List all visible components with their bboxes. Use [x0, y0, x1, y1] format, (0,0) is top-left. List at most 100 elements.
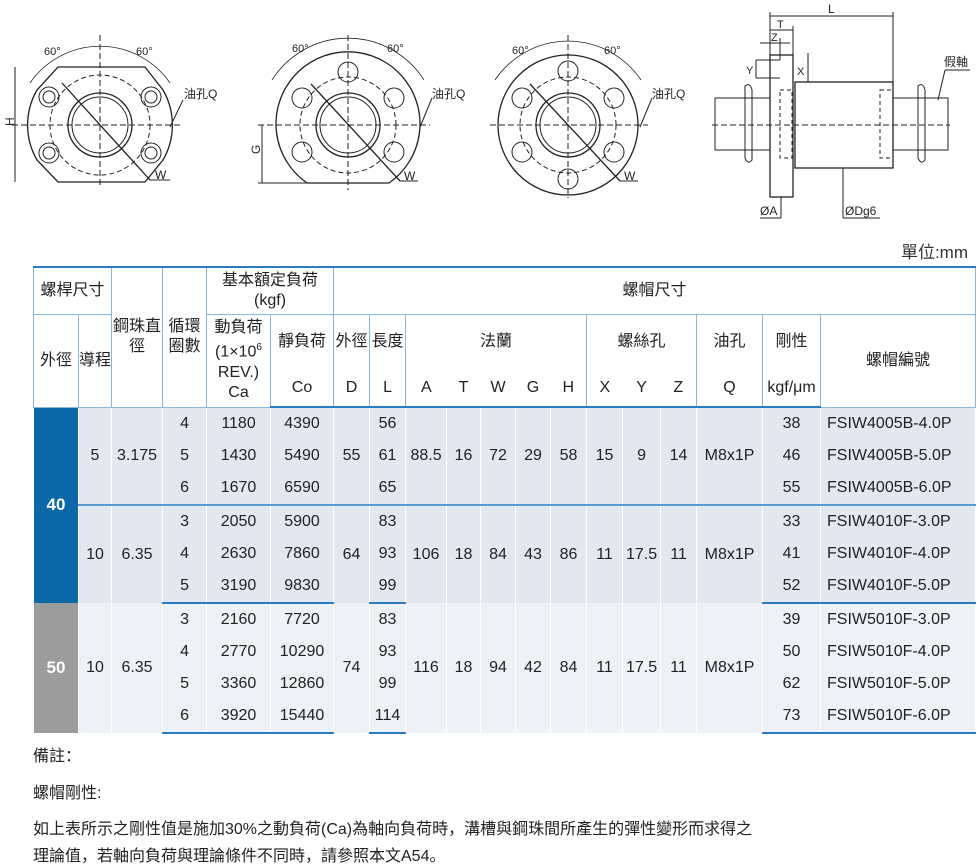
static-load: 7720	[270, 603, 335, 636]
oil-hole-label: 油孔Q	[432, 87, 465, 101]
dim-q: M8x1P	[696, 407, 764, 505]
y-label: Y	[746, 65, 754, 77]
circuits: 4	[162, 407, 208, 440]
dynamic-load: 3920	[206, 700, 272, 734]
nut-length: 93	[369, 636, 407, 668]
angle-label: 60°	[44, 46, 61, 58]
nut-length: 61	[369, 440, 407, 472]
model-number: FSIW4005B-6.0P	[820, 472, 977, 505]
dim-x: 11	[586, 603, 624, 733]
angle-label: 60°	[387, 43, 404, 55]
nut-length: 56	[369, 407, 407, 440]
static-load: 5490	[270, 440, 335, 472]
stiffness: 62	[762, 668, 822, 700]
static-load: 4390	[270, 407, 335, 440]
dynamic-exp: 6	[256, 342, 262, 354]
static-load: 12860	[270, 668, 335, 700]
x-label: X	[797, 66, 805, 78]
model-number: FSIW4005B-5.0P	[820, 440, 977, 472]
header-h: H	[550, 369, 588, 408]
screw-outer-dia: 40	[33, 407, 79, 603]
ball-dia: 3.175	[111, 407, 164, 505]
oil-hole-label: 油孔Q	[184, 87, 217, 101]
spec-table: 螺桿尺寸 鋼珠直徑 循環圈數 基本額定負荷(kgf) 螺帽尺寸 外徑 導程 動負…	[32, 266, 977, 734]
dim-q: M8x1P	[696, 603, 764, 733]
header-stiffness-unit: kgf/μm	[762, 369, 822, 408]
w-label: W	[155, 168, 167, 182]
header-oil-hole: 油孔	[696, 313, 764, 369]
dynamic-load: 2770	[206, 636, 272, 668]
nut-length: 83	[369, 603, 407, 636]
w-label: W	[404, 169, 416, 183]
nut-length: 114	[369, 700, 407, 734]
w-label: W	[624, 169, 636, 183]
model-number: FSIW4010F-3.0P	[820, 504, 977, 538]
notes-title: 備註：	[33, 748, 82, 765]
unit-label: 單位:mm	[900, 243, 968, 262]
model-number: FSIW4010F-4.0P	[820, 538, 977, 570]
static-load: 15440	[270, 700, 335, 734]
header-nut-od: 外徑	[333, 313, 371, 369]
d-label: ØDg6	[845, 204, 877, 218]
circuits: 4	[162, 538, 208, 570]
dummy-shaft-label: 假軸	[944, 55, 968, 69]
model-number: FSIW5010F-5.0P	[820, 668, 977, 700]
lead: 10	[77, 504, 113, 603]
nut-side-view: L T Z Y X 假軸 ØA ØDg6	[712, 2, 970, 219]
nut-length: 99	[369, 668, 407, 700]
flange-drawing-flat: 60° 60° 油孔Q W G	[249, 35, 465, 190]
dynamic-load: 3360	[206, 668, 272, 700]
header-model: 螺帽編號	[820, 313, 977, 408]
header-a: A	[405, 369, 447, 408]
dim-z: 11	[660, 603, 698, 733]
flange-drawing-round: 60° 60° 油孔Q W	[490, 35, 685, 198]
notes-subtitle: 螺帽剛性:	[33, 785, 102, 802]
header-d: D	[333, 369, 371, 408]
stiffness: 33	[762, 504, 822, 538]
nut-length: 99	[369, 570, 407, 604]
dim-y: 9	[622, 407, 662, 505]
circuits: 5	[162, 668, 208, 700]
basic-load-label: 基本額定負荷	[222, 271, 319, 289]
dim-h: 84	[550, 603, 588, 733]
circuits: 3	[162, 603, 208, 636]
dim-y: 17.5	[622, 504, 662, 603]
header-ball-dia: 鋼珠直徑	[111, 266, 164, 408]
dynamic-load: 2160	[206, 603, 272, 636]
h-label: H	[3, 117, 17, 126]
header-t: T	[446, 369, 481, 408]
circuits: 6	[162, 700, 208, 734]
dynamic-load: 2630	[206, 538, 272, 570]
angle-label: 60°	[512, 45, 529, 57]
angle-label: 60°	[604, 45, 621, 57]
model-number: FSIW5010F-4.0P	[820, 636, 977, 668]
stiffness: 50	[762, 636, 822, 668]
stiffness: 55	[762, 472, 822, 505]
header-outer-dia: 外徑	[33, 313, 79, 408]
oil-hole-label: 油孔Q	[652, 87, 685, 101]
model-number: FSIW4005B-4.0P	[820, 407, 977, 440]
dynamic-label: 動負荷	[214, 319, 263, 337]
header-l: L	[369, 369, 407, 408]
dim-y: 17.5	[622, 603, 662, 733]
dim-g: 43	[515, 504, 552, 603]
model-number: FSIW5010F-6.0P	[820, 700, 977, 734]
header-length: 長度	[369, 313, 407, 369]
header-co: Co	[270, 369, 335, 408]
dynamic-load: 1180	[206, 407, 272, 440]
stiffness: 73	[762, 700, 822, 734]
dim-g: 42	[515, 603, 552, 733]
lead: 5	[77, 407, 113, 505]
g-label: G	[249, 145, 263, 154]
dim-a: 106	[405, 504, 448, 603]
notes-line-2: 理論值，若軸向負荷與理論條件不同時，請參照本文A54。	[33, 848, 446, 865]
header-g: G	[515, 369, 551, 408]
ball-dia: 6.35	[111, 603, 164, 733]
header-y: Y	[622, 369, 661, 408]
